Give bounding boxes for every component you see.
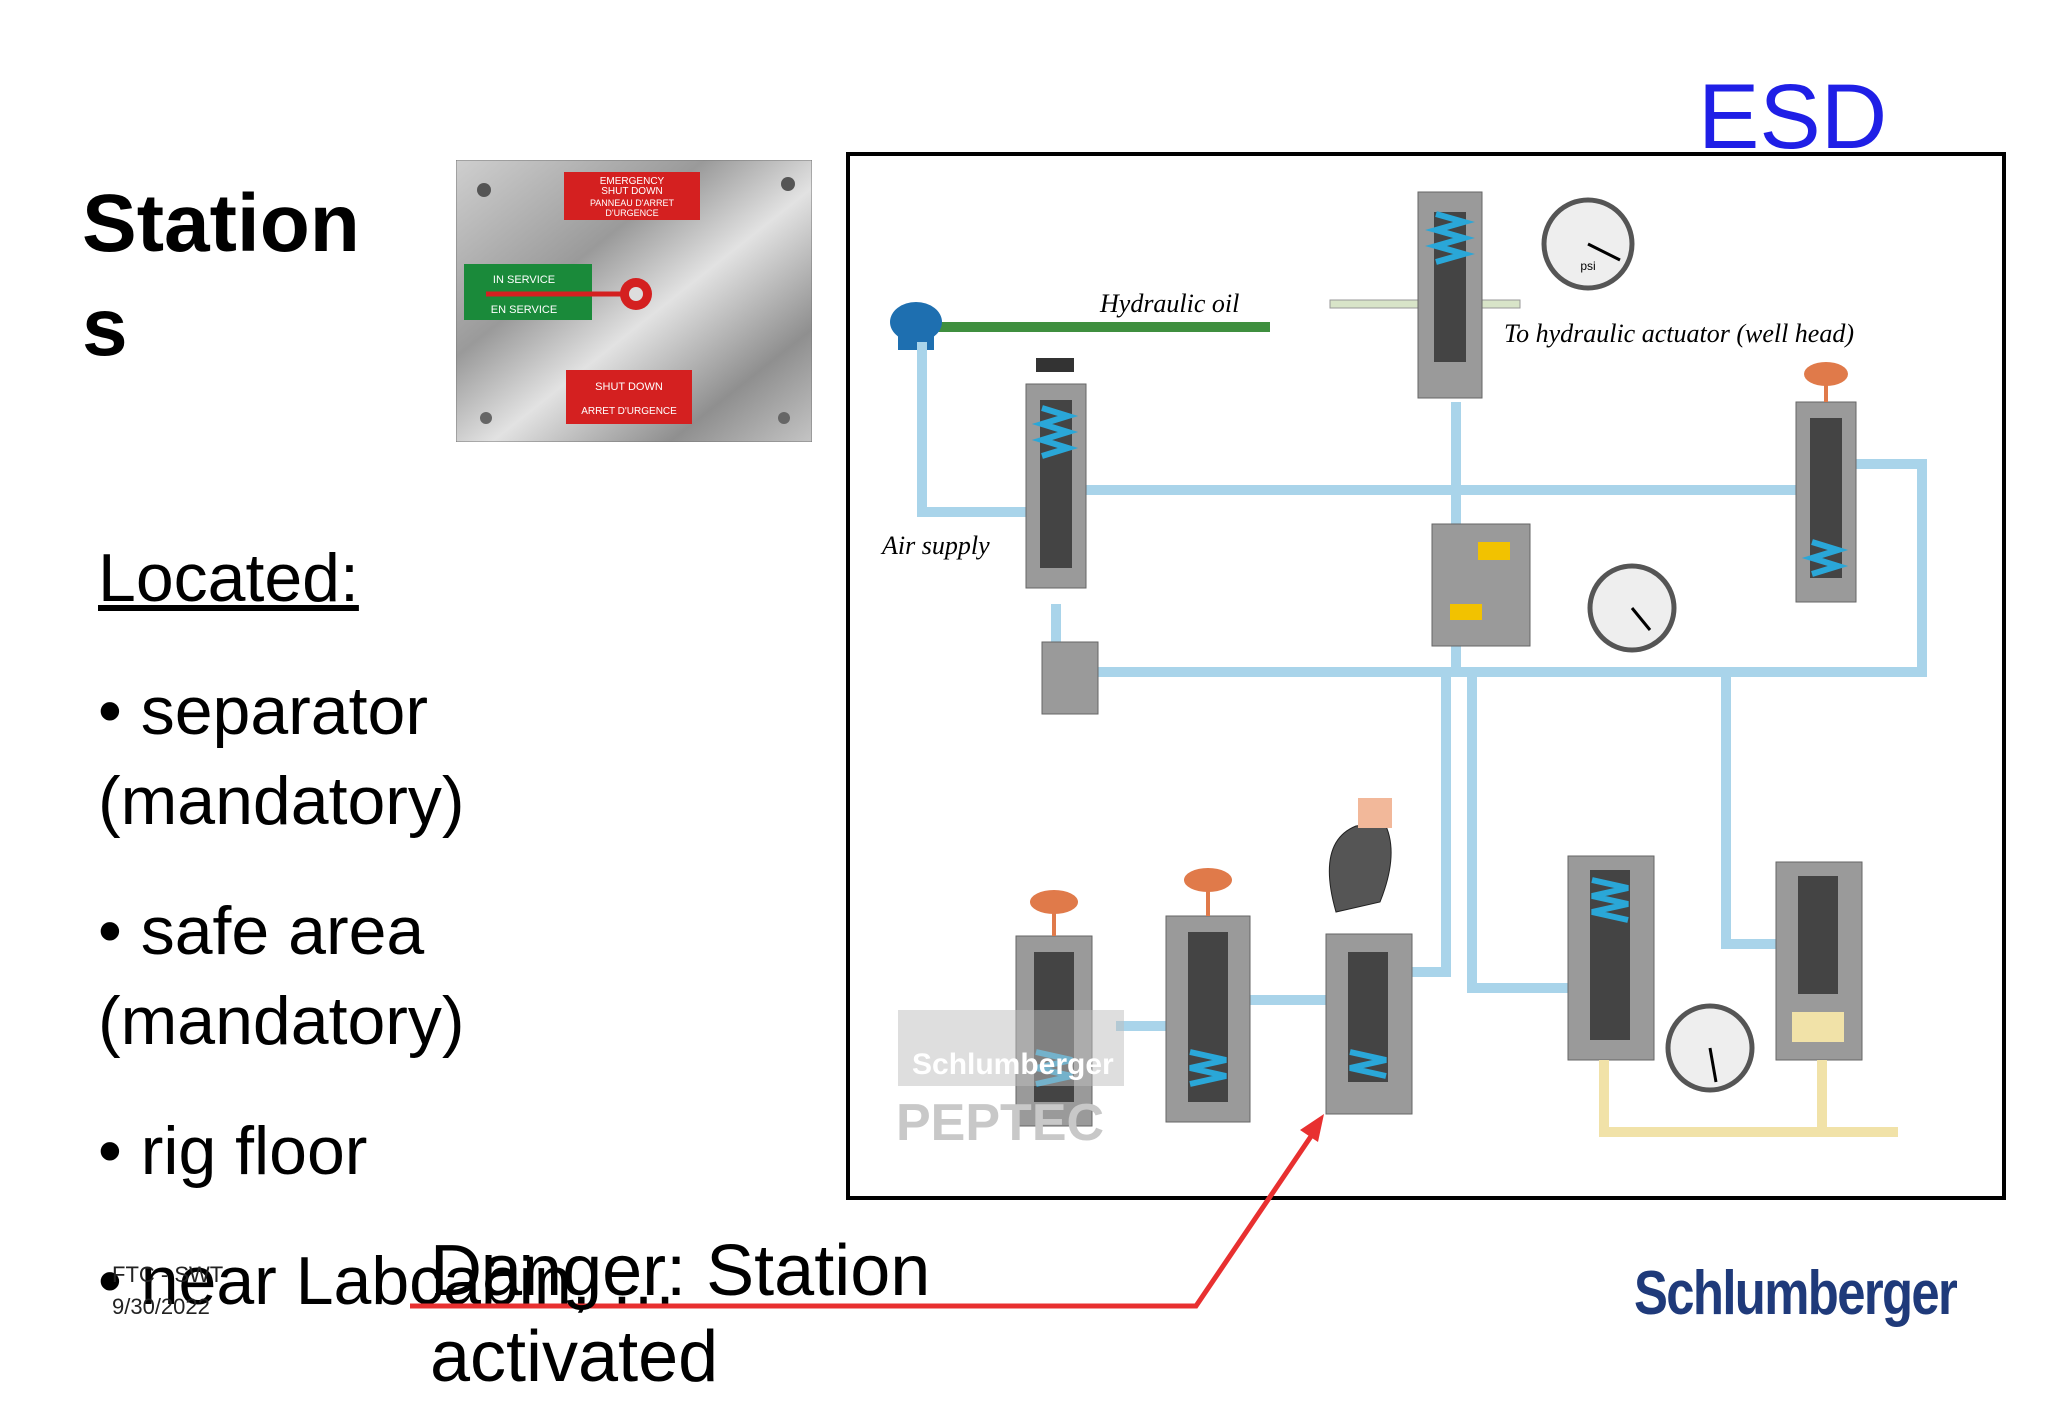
bullet-separator: • separator (mandatory) xyxy=(98,673,465,839)
pilot-valve-left xyxy=(1025,358,1087,589)
relay-valve-top xyxy=(1417,191,1483,399)
svg-text:ARRET D'URGENCE: ARRET D'URGENCE xyxy=(581,406,677,417)
located-heading: Located: xyxy=(98,540,359,616)
svg-text:D'URGENCE: D'URGENCE xyxy=(605,208,658,218)
hydraulic-oil-label: Hydraulic oil xyxy=(1099,289,1239,318)
svg-text:PANNEAU D'ARRET: PANNEAU D'ARRET xyxy=(590,198,675,208)
svg-text:EN SERVICE: EN SERVICE xyxy=(491,304,557,316)
pilot-valve-right xyxy=(1795,362,1857,603)
shutdown-sign xyxy=(566,370,692,424)
pushbutton-icon xyxy=(1804,362,1848,386)
slide-title: Station s xyxy=(82,178,360,373)
pressure-switch xyxy=(1431,523,1531,647)
pushbutton-icon xyxy=(1184,868,1232,892)
hydraulic-return-line xyxy=(1599,1060,1898,1137)
air-supply-label: Air supply xyxy=(880,531,990,560)
svg-text:EMERGENCY: EMERGENCY xyxy=(600,176,665,187)
svg-text:IN SERVICE: IN SERVICE xyxy=(493,274,555,286)
brand-logo: Schlumberger xyxy=(1634,1259,1958,1328)
bullet-safe-area: • safe area (mandatory) xyxy=(98,893,465,1059)
svg-text:psi: psi xyxy=(1580,259,1595,273)
pushbutton-icon xyxy=(1030,890,1078,914)
svg-text:SHUT DOWN: SHUT DOWN xyxy=(595,381,663,393)
pushbutton-icon xyxy=(1036,358,1074,372)
danger-label: Danger: Station activated xyxy=(430,1231,931,1397)
esd-schematic: Hydraulic oil To hydraulic actuator (wel… xyxy=(846,152,2006,1200)
esd-panel-photo: EMERGENCY SHUT DOWN PANNEAU D'ARRET D'UR… xyxy=(456,160,812,442)
station-valve-2 xyxy=(1165,868,1251,1123)
relay-valve-bottom-1 xyxy=(1567,855,1655,1061)
bolt-icon xyxy=(480,412,492,424)
esd-title: ESD xyxy=(1698,66,1888,168)
watermark-text: PEPTEC xyxy=(896,1094,1104,1152)
pressure-gauge-icon: psi xyxy=(1541,197,1635,291)
bolt-icon xyxy=(477,183,491,197)
pressure-gauge-icon xyxy=(1665,1003,1755,1093)
relay-valve-bottom-2 xyxy=(1775,861,1863,1061)
watermark-text: Schlumberger xyxy=(912,1048,1114,1081)
bolt-icon xyxy=(778,412,790,424)
bolt-icon xyxy=(781,177,795,191)
bullet-rig-floor: • rig floor xyxy=(98,1113,368,1189)
actuator-label: To hydraulic actuator (well head) xyxy=(1504,319,1854,348)
station-valve-activated xyxy=(1325,798,1413,1115)
hydraulic-line xyxy=(896,322,1270,332)
footer-date: 9/30/2022 xyxy=(112,1294,210,1319)
watermark-box xyxy=(898,1010,1124,1086)
exhaust-valve xyxy=(1041,641,1099,715)
footer-id: FTC - SWT xyxy=(112,1262,224,1287)
pressure-gauge-icon xyxy=(1587,563,1677,653)
emergency-sign xyxy=(564,172,700,220)
svg-text:SHUT DOWN: SHUT DOWN xyxy=(601,186,662,197)
